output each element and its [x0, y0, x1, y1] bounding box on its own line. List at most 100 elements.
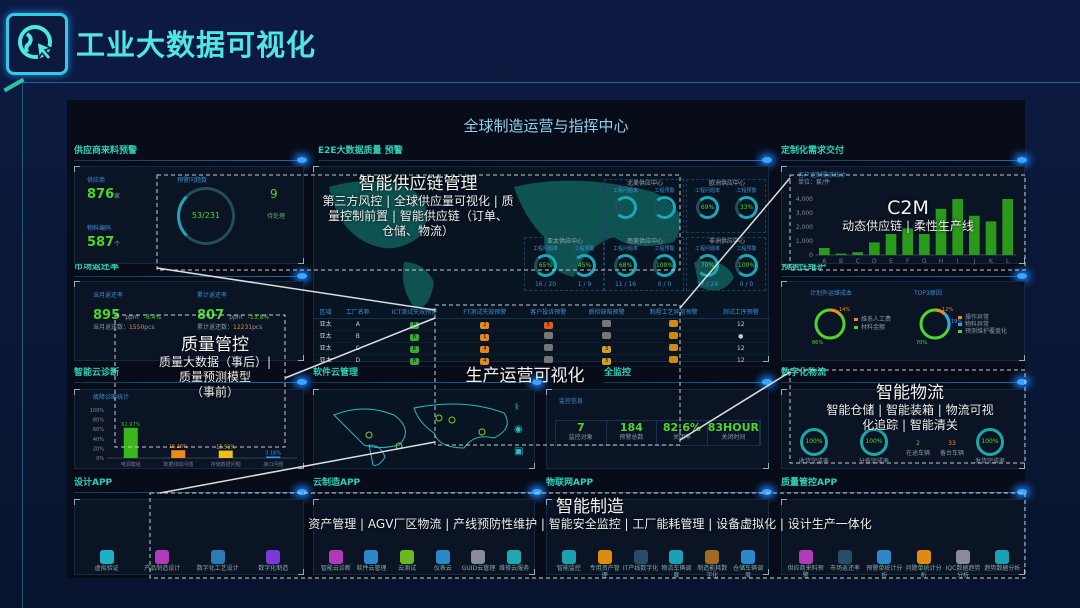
screen-title: 全球制造运营与指挥中心: [463, 117, 629, 135]
c2m-sub: 动态供应链 | 柔性生产线: [842, 219, 974, 233]
table-cell: ●: [711, 330, 770, 343]
app-tile[interactable]: 虚拟验证: [79, 550, 135, 572]
right-pct-2: 19%: [951, 319, 963, 325]
panel-title-supplier: 供应商来料预警: [74, 146, 138, 156]
panel-title-design-app: 设计APP: [74, 478, 113, 488]
app-tile[interactable]: 仓储车辆调度: [730, 550, 766, 579]
app-tile[interactable]: IQC数据趋势分析: [943, 550, 982, 579]
bar: [123, 427, 138, 458]
app-tile[interactable]: 制造能耗数字化: [694, 550, 730, 579]
panel-title-underline: [313, 382, 540, 383]
x-tick-label: E: [889, 258, 893, 265]
panel-title-underline: [74, 382, 305, 383]
left-donut-slice: [814, 308, 846, 340]
bar: [266, 456, 281, 458]
total-rate-unit: ppm: [229, 314, 243, 321]
x-tick-label: 数据线缆问题: [163, 461, 193, 468]
app-tile[interactable]: 问题单统计分析: [904, 550, 943, 579]
month-rate-unit: ppm: [125, 314, 139, 321]
glow-dot-icon: [1017, 379, 1027, 385]
app-tile[interactable]: 云测试: [389, 550, 425, 572]
table-row: 亚太C84312: [314, 342, 770, 355]
x-tick-label: 接口问题: [263, 461, 283, 468]
x-tick-label: F: [906, 258, 910, 265]
market-return-panel: 当月返还率 累计返还率 895 ppm -8.4% 807 ppm -13.8%…: [74, 281, 304, 361]
c2m-overlay-title: C2M: [887, 197, 929, 219]
app-icon: [561, 550, 576, 564]
app-tile[interactable]: 软件云管理: [354, 550, 390, 572]
app-tile[interactable]: 产品制造设计: [135, 550, 191, 572]
table-cell: 5: [519, 318, 578, 331]
status-badge: 8: [409, 345, 419, 353]
x-tick-label: D: [872, 258, 877, 265]
total-rate-change: -13.8%: [247, 314, 270, 321]
month-count-label: 当月返还数：: [93, 324, 130, 331]
monitor-stat-value: 7: [576, 421, 585, 434]
table-cell: 12: [711, 354, 770, 367]
table-header: 客户投诉预警: [519, 307, 578, 319]
app-tile[interactable]: 维修云服务: [496, 550, 532, 572]
month-count: 1550: [129, 324, 145, 331]
app-tile[interactable]: 趋势数据分析: [983, 550, 1022, 572]
table-cell: 1: [450, 330, 520, 343]
x-tick-label: 电源模组: [121, 461, 141, 468]
app-icon: [210, 550, 225, 564]
glow-dot-icon: [1017, 157, 1027, 163]
app-tile[interactable]: 数字化工艺设计: [190, 550, 246, 572]
glow-dot-icon: [532, 489, 542, 495]
logistics-count: 33: [948, 440, 956, 447]
supply-chain-box: [156, 174, 681, 271]
y-tick-label: 20%: [93, 446, 104, 452]
app-tile[interactable]: 数字化制造: [246, 550, 302, 572]
center-kpi-ring: [735, 196, 758, 219]
app-tile[interactable]: IT产线数字化: [623, 550, 659, 572]
app-tile[interactable]: 供应商来料预警: [786, 550, 825, 579]
app-tile[interactable]: GUID云管理: [461, 550, 497, 572]
maintenance-donuts: [814, 308, 962, 340]
app-tile[interactable]: 预警单统计分析: [865, 550, 904, 579]
status-badge: 3: [602, 357, 612, 365]
status-badge: [602, 320, 612, 327]
status-badge: [543, 344, 553, 351]
center-kpi-fraction: 17 / 24: [696, 281, 719, 288]
app-tile[interactable]: 仪表云: [425, 550, 461, 572]
app-icon: [916, 550, 931, 564]
center-name: 非洲供应中心: [708, 238, 745, 245]
logistics-count: 2: [916, 440, 920, 447]
status-badge: [669, 320, 679, 327]
table-cell: 亚太: [314, 342, 338, 355]
app-tile[interactable]: 智能云诊断: [318, 550, 354, 572]
app-icon: [266, 550, 281, 564]
app-tile[interactable]: 市场返还率: [825, 550, 864, 572]
center-kpi-ring: [614, 196, 637, 219]
total-count: 12231: [233, 324, 253, 331]
monitor-stat-label: 预警总数: [619, 434, 644, 441]
table-header: 质检缺陷预警: [577, 307, 636, 319]
panel-title-underline: [74, 160, 305, 161]
table-cell: 8: [378, 354, 451, 367]
app-icon: [155, 550, 170, 564]
app-tile[interactable]: 智能监控: [551, 550, 587, 572]
table-cell: B: [337, 330, 379, 343]
center-kpi-fraction: 0 / 0: [739, 281, 754, 288]
app-tile[interactable]: 专用资产管理: [587, 550, 623, 579]
panel-title-underline: [604, 382, 770, 383]
table-cell: 亚太: [314, 330, 338, 343]
supply-chain-overlay-title: 智能供应链管理: [358, 174, 478, 194]
y-tick-label: 60%: [93, 427, 104, 433]
app-tile[interactable]: 物流车辆调度: [659, 550, 695, 579]
glow-dot-icon: [297, 379, 307, 385]
y-tick-label: 100%: [90, 408, 105, 414]
app-icon: [633, 550, 648, 564]
center-kpi-label: 工程问题率: [532, 246, 558, 252]
bar: [218, 450, 233, 458]
app-icon: [99, 550, 114, 564]
monitor-stat-label: 关闭时间: [721, 434, 746, 441]
right-pct-3: 70%: [916, 340, 928, 346]
panel-title-underline: [74, 492, 305, 493]
status-badge: 3: [602, 345, 612, 353]
right-legend-3: 预测维护覆盖化: [965, 328, 1008, 335]
x-tick-label: H: [939, 258, 944, 265]
